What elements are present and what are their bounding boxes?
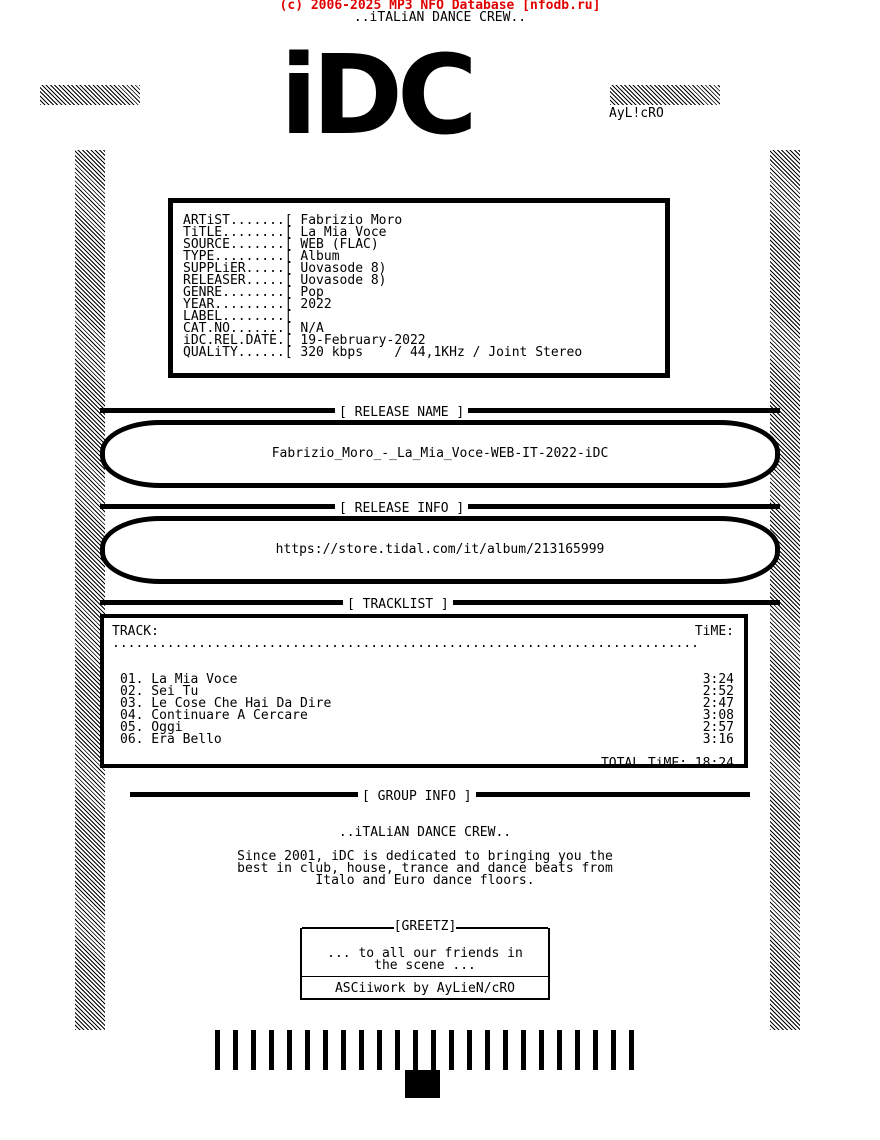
- detail-label: CAT.NO.......[: [183, 321, 293, 336]
- tracklist-box: TRACK: TiME: ............................…: [100, 614, 748, 771]
- detail-value: WEB (FLAC): [300, 237, 379, 252]
- detail-label: RELEASER.....[: [183, 273, 293, 288]
- detail-value: N/A: [300, 321, 324, 336]
- release-name-value: Fabrizio_Moro_-_La_Mia_Voce-WEB-IT-2022-…: [271, 446, 609, 461]
- track-row: 02. Sei Tu 2:52: [120, 684, 734, 699]
- group-info-heading: [ GROUP INFO ]: [358, 790, 476, 803]
- detail-label: ARTiST.......[: [183, 213, 293, 228]
- release-info-link[interactable]: https://store.tidal.com/it/album/2131659…: [275, 542, 605, 557]
- detail-value: Uovasode 8): [300, 261, 387, 276]
- idc-logo: iDC: [280, 31, 478, 159]
- release-detail-row: YEAR.........[ 2022: [183, 297, 582, 312]
- detail-value: Fabrizio Moro: [300, 213, 403, 228]
- detail-label: GENRE........[: [183, 285, 293, 300]
- detail-value: Pop: [300, 285, 324, 300]
- release-detail-row: CAT.NO.......[ N/A: [183, 321, 582, 336]
- decorative-art: [215, 1030, 635, 1070]
- track-time: 2:57: [702, 720, 734, 735]
- track-name: 05. Oggi: [120, 720, 183, 735]
- detail-label: SUPPLiER.....[: [183, 261, 293, 276]
- detail-label: TYPE.........[: [183, 249, 293, 264]
- track-row: 01. La Mia Voce 3:24: [120, 672, 734, 687]
- detail-value: La Mia Voce: [300, 225, 387, 240]
- decorative-art: [40, 85, 140, 105]
- release-detail-row: ARTiST.......[ Fabrizio Moro: [183, 213, 582, 228]
- track-row: 06. Era Bello 3:16: [120, 732, 734, 747]
- detail-value: Uovasode 8): [300, 273, 387, 288]
- detail-label: YEAR.........[: [183, 297, 293, 312]
- release-detail-row: iDC.REL.DATE.[ 19-February-2022: [183, 333, 582, 348]
- detail-label: LABEL........[: [183, 309, 293, 324]
- detail-value: 19-February-2022: [300, 333, 426, 348]
- crew-tagline: ..iTALiAN DANCE CREW..: [353, 10, 527, 25]
- release-detail-row: TiTLE........[ La Mia Voce: [183, 225, 582, 240]
- greetz-line-1: ... to all our friends in: [327, 946, 523, 961]
- release-detail-row: TYPE.........[ Album: [183, 249, 582, 264]
- total-time: TOTAL TiME: 18:24: [600, 756, 734, 771]
- release-detail-row: RELEASER.....[ Uovasode 8): [183, 273, 582, 288]
- decorative-art: [75, 150, 105, 1030]
- release-detail-row: GENRE........[ Pop: [183, 285, 582, 300]
- detail-label: QUALiTY......[: [183, 345, 293, 360]
- track-column-header: TRACK:: [112, 624, 159, 639]
- release-info-heading: [ RELEASE INFO ]: [335, 502, 469, 515]
- copyright-banner: (c) 2006-2025 MP3 NFO Database [nfodb.ru…: [279, 0, 601, 13]
- group-description-2: best in club, house, trance and dance be…: [237, 861, 613, 876]
- group-description-1: Since 2001, iDC is dedicated to bringing…: [237, 849, 613, 864]
- detail-label: SOURCE.......[: [183, 237, 293, 252]
- track-row: 04. Continuare A Cercare 3:08: [120, 708, 734, 723]
- detail-label: TiTLE........[: [183, 225, 293, 240]
- detail-value: 320 kbps / 44,1KHz / Joint Stereo: [300, 345, 583, 360]
- detail-value: Album: [300, 249, 340, 264]
- greetz-line-2: the scene ...: [374, 958, 476, 973]
- track-name: 04. Continuare A Cercare: [120, 708, 308, 723]
- art-credit: AyL!cRO: [609, 106, 664, 121]
- track-time: 2:47: [702, 696, 734, 711]
- track-name: 02. Sei Tu: [120, 684, 199, 699]
- release-name-heading: [ RELEASE NAME ]: [335, 406, 469, 419]
- tracklist-divider: ........................................…: [112, 638, 699, 650]
- detail-value: 2022: [300, 297, 332, 312]
- release-detail-row: SUPPLiER.....[ Uovasode 8): [183, 261, 582, 276]
- time-column-header: TiME:: [694, 624, 734, 639]
- track-row: 05. Oggi 2:57: [120, 720, 734, 735]
- tracklist-table: TRACK: TiME: ............................…: [112, 624, 734, 771]
- detail-label: iDC.REL.DATE.[: [183, 333, 293, 348]
- track-row: 03. Le Cose Che Hai Da Dire 2:47: [120, 696, 734, 711]
- track-time: 3:24: [702, 672, 734, 687]
- release-detail-row: QUALiTY......[ 320 kbps / 44,1KHz / Join…: [183, 345, 583, 360]
- release-name-panel: Fabrizio_Moro_-_La_Mia_Voce-WEB-IT-2022-…: [100, 420, 780, 488]
- release-detail-row: SOURCE.......[ WEB (FLAC): [183, 237, 582, 252]
- group-description-3: Italo and Euro dance floors.: [315, 873, 535, 888]
- ascii-credit: ASCiiwork by AyLieN/cRO: [334, 981, 515, 996]
- greetz-heading: [GREETZ]: [393, 919, 457, 934]
- release-info-panel: https://store.tidal.com/it/album/2131659…: [100, 516, 780, 584]
- track-name: 03. Le Cose Che Hai Da Dire: [120, 696, 332, 711]
- track-time: 3:16: [702, 732, 734, 747]
- greetz-box: [GREETZ] ... to all our friends in the s…: [300, 919, 550, 1000]
- decorative-art: [770, 150, 800, 1030]
- group-crew-name: ..iTALiAN DANCE CREW..: [338, 825, 512, 840]
- decorative-art: [405, 1070, 440, 1098]
- release-detail-row: LABEL........[: [183, 309, 582, 324]
- track-time: 2:52: [702, 684, 734, 699]
- decorative-art: [610, 85, 720, 105]
- track-time: 3:08: [702, 708, 734, 723]
- track-name: 06. Era Bello: [120, 732, 222, 747]
- track-name: 01. La Mia Voce: [120, 672, 238, 687]
- tracklist-heading: [ TRACKLIST ]: [343, 598, 453, 611]
